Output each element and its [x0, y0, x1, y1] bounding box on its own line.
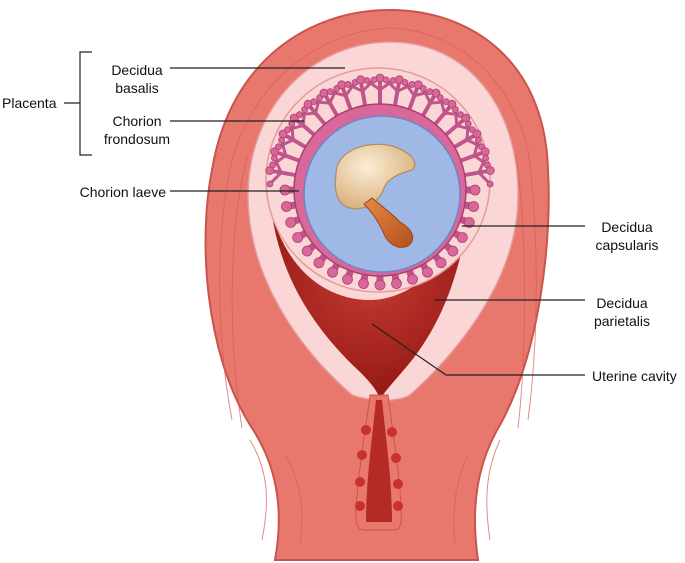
- villus-tip: [357, 76, 365, 84]
- label-chorion-frondosum: Chorion frondosum: [96, 112, 178, 148]
- villus-tip: [293, 233, 303, 243]
- label-chorion-laeve: Chorion laeve: [40, 183, 166, 201]
- villus-tip: [338, 81, 346, 89]
- villus-tip: [314, 258, 324, 268]
- amniotic-cavity: [304, 116, 460, 272]
- label-decidua-capsularis: Decidua capsularis: [586, 218, 668, 254]
- villus-tip: [267, 181, 273, 187]
- placenta-bracket: [64, 52, 92, 155]
- villus-tip: [483, 155, 489, 161]
- villus-tip: [296, 112, 302, 118]
- villus-tip: [320, 89, 328, 97]
- villus-tip: [345, 81, 351, 87]
- villus-tip: [383, 77, 389, 83]
- villus-tip: [281, 201, 291, 211]
- villus-tip: [343, 274, 353, 284]
- villus-tip: [436, 258, 446, 268]
- villus-tip: [391, 279, 401, 289]
- label-placenta: Placenta: [2, 94, 56, 112]
- villus-tip: [402, 80, 408, 86]
- villus-tip: [407, 274, 417, 284]
- villus-tip: [469, 201, 479, 211]
- villus-tip: [457, 233, 467, 243]
- villus-tip: [375, 280, 385, 290]
- villus-tip: [486, 167, 494, 175]
- villus-tip: [487, 181, 493, 187]
- villus-tip: [285, 127, 291, 133]
- villus-tip: [276, 144, 282, 150]
- villus-tip: [359, 279, 369, 289]
- villus-tip: [470, 185, 480, 195]
- villus-tip: [481, 148, 489, 156]
- villus-tip: [371, 77, 377, 83]
- villus-tip: [437, 95, 443, 101]
- villus-tip: [448, 246, 458, 256]
- label-decidua-parietalis: Decidua parietalis: [586, 294, 658, 330]
- label-uterine-cavity: Uterine cavity: [592, 367, 677, 385]
- label-decidua-basalis: Decidua basalis: [100, 61, 174, 97]
- villus-tip: [473, 130, 481, 138]
- villus-tip: [311, 99, 317, 105]
- villus-tip: [328, 267, 338, 277]
- villus-tip: [270, 162, 276, 168]
- villus-tip: [423, 267, 433, 277]
- villus-tip: [420, 86, 426, 92]
- villus-tip: [475, 137, 481, 143]
- villus-tip: [286, 217, 296, 227]
- villus-tip: [452, 106, 458, 112]
- villus-tip: [465, 121, 471, 127]
- villus-tip: [302, 246, 312, 256]
- villus-tip: [280, 185, 290, 195]
- villus-tip: [327, 89, 333, 95]
